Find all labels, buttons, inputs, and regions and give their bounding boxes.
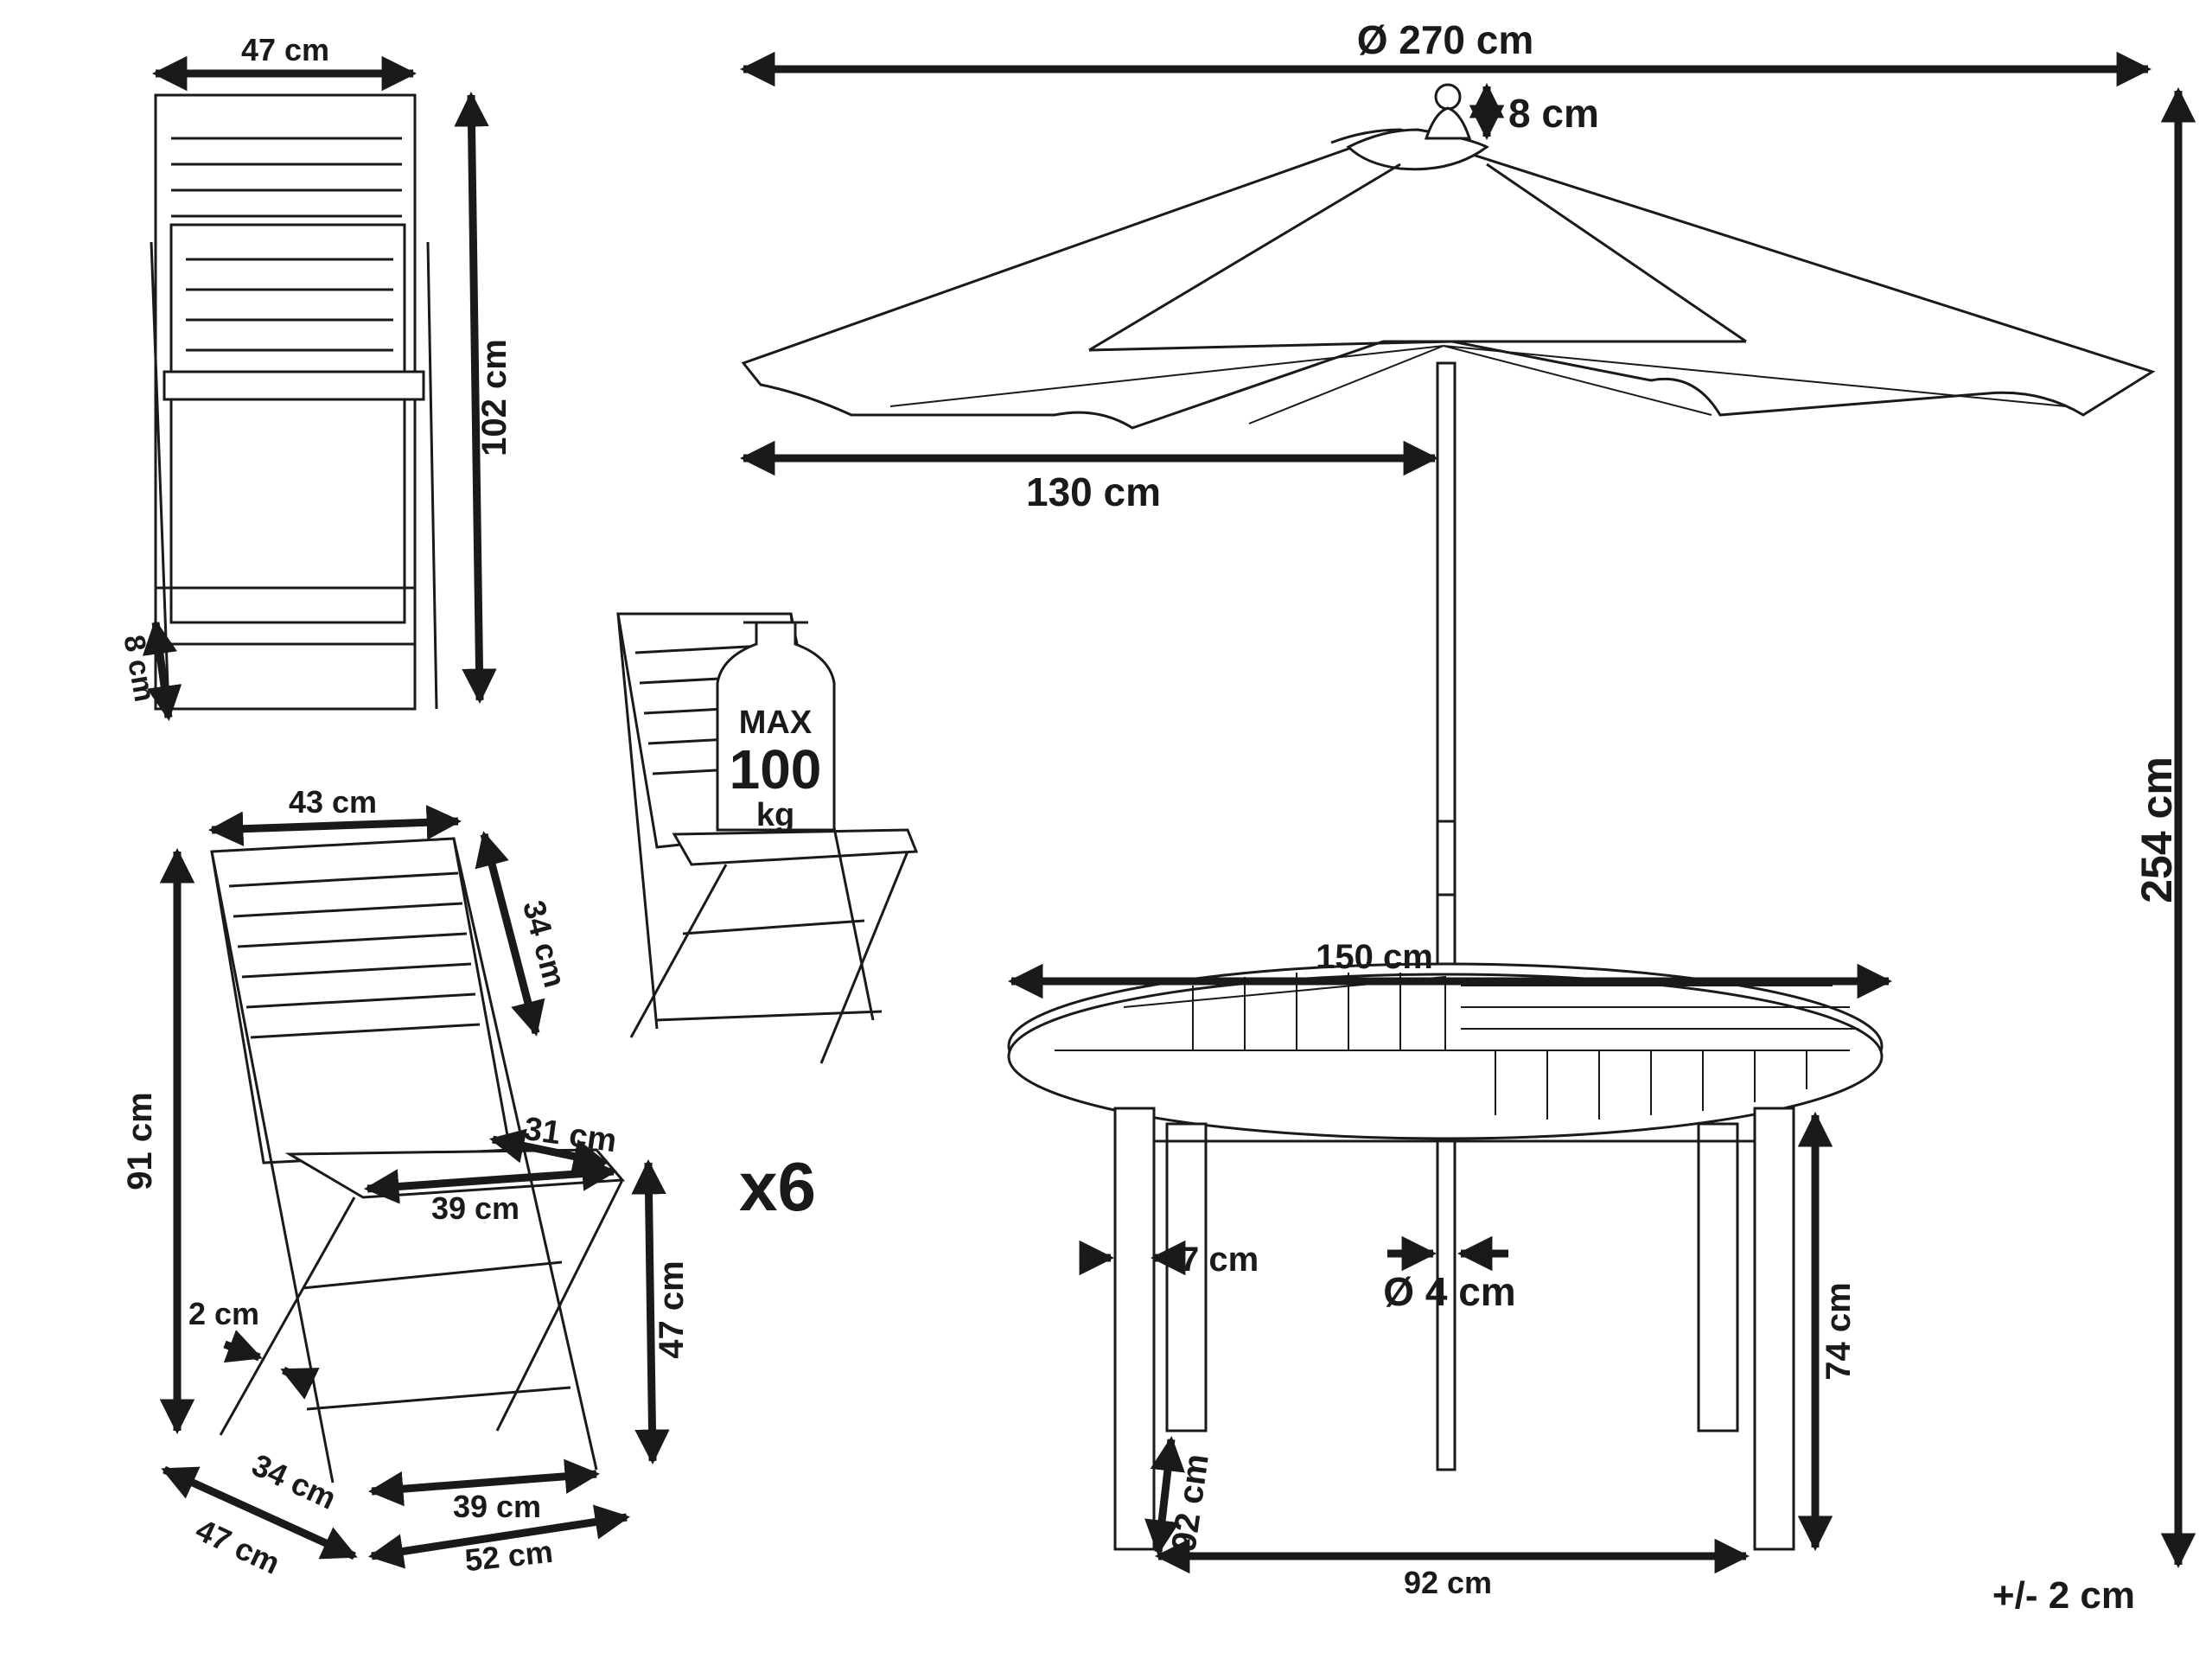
frame-thickness-arrow-bottom: [280, 1366, 320, 1400]
total-height-label: 254 cm: [2132, 756, 2181, 903]
pole-diameter-label: Ø 4 cm: [1383, 1269, 1515, 1314]
leg-width-label: 39 cm: [453, 1489, 541, 1524]
seat-height-arrow: [631, 1158, 670, 1465]
seat-height-label: 47 cm: [653, 1260, 691, 1358]
leg-width-arrow: [367, 1458, 601, 1507]
frame-thickness-arrow-top: [223, 1330, 263, 1363]
table-diameter-label: 150 cm: [1316, 938, 1433, 976]
leg-span-depth-label: 92 cm: [1164, 1452, 1215, 1554]
seat-width-arrow: [363, 1156, 618, 1204]
leg-span-width-label: 92 cm: [1404, 1565, 1492, 1600]
seat-width-label: 39 cm: [431, 1190, 520, 1226]
load-unit-label: kg: [756, 797, 794, 833]
chair-height-label: 91 cm: [121, 1092, 159, 1190]
folded-chair-drawing: [150, 93, 438, 711]
leg-span-depth-arrow: [1144, 1435, 1185, 1556]
tolerance-label: +/- 2 cm: [1992, 1574, 2135, 1617]
folded-width-label: 47 cm: [241, 32, 329, 67]
frame-thickness-label: 2 cm: [188, 1296, 259, 1331]
folded-height-arrow: [454, 91, 497, 705]
umbrella-radius-label: 130 cm: [1026, 469, 1161, 514]
table-drawing: [1007, 962, 1884, 1551]
table-height-label: 74 cm: [1820, 1282, 1858, 1380]
chair-depth-arrow: [161, 1465, 358, 1560]
load-max-label: MAX: [739, 705, 813, 741]
quantity-label: x6: [739, 1148, 816, 1225]
chair-width-label: 43 cm: [289, 784, 377, 820]
folded-height-label: 102 cm: [475, 339, 513, 456]
backrest-height-arrow: [475, 831, 545, 1037]
load-value-label: 100: [730, 738, 822, 801]
umbrella-diameter-label: Ø 270 cm: [1357, 17, 1534, 62]
loaded-chair-drawing: [616, 612, 919, 1064]
umbrella-drawing: [741, 83, 2156, 1471]
chair-width-arrow: [207, 805, 462, 846]
table-leg-label: 7 cm: [1180, 1241, 1259, 1279]
umbrella-top-label: 8 cm: [1508, 91, 1599, 136]
base-depth-arrow: [367, 1504, 631, 1569]
folded-depth-arrow: [142, 618, 182, 722]
